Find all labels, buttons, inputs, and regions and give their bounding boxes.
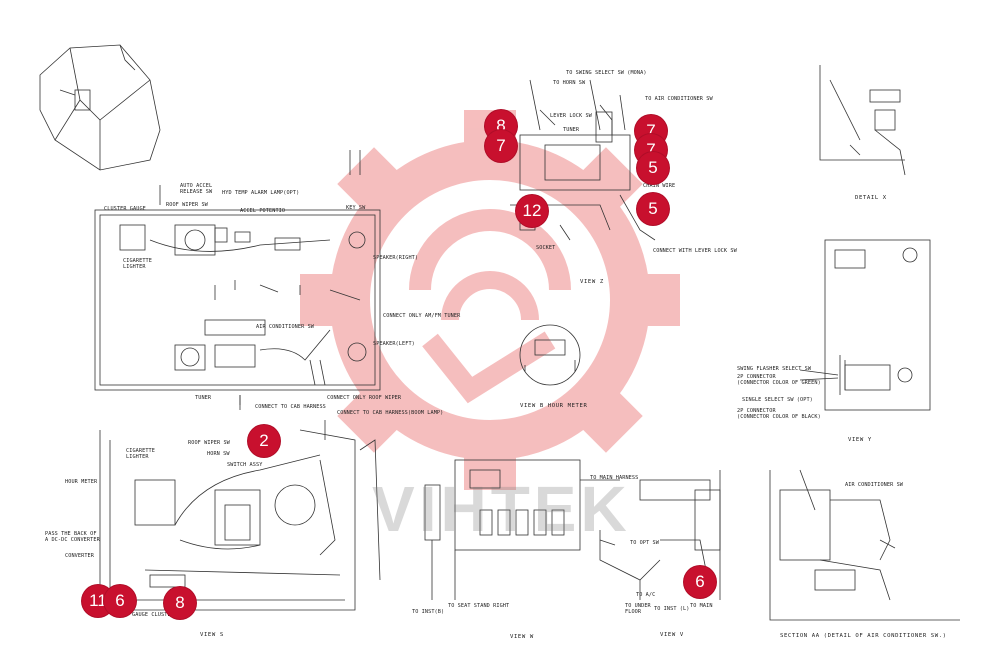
label-switch-assy: SWITCH ASSY [227,462,263,468]
label-socket: SOCKET [536,245,556,251]
label-to-inst: TO INST (L) [654,606,690,612]
label-to-ac: TO A/C [636,592,656,598]
view-y-drawing [799,239,931,411]
view-s-drawing [99,429,381,611]
label-to-air-cond: TO AIR CONDITIONER SW [645,96,713,102]
label-main-harness: TO MAIN HARNESS [590,475,639,481]
label-roof-wiper-2: ROOF WIPER SW [188,440,230,446]
label-connect-lever: CONNECT WITH LEVER LOCK SW [653,248,737,254]
label-to-horn: TO HORN SW [553,80,586,86]
callout-badge[interactable]: 5 [637,152,669,184]
detail-x-drawing [819,65,906,176]
label-tuner: TUNER [195,395,212,401]
callout-badge[interactable]: 8 [164,587,196,619]
callout-badge[interactable]: 5 [637,193,669,225]
title-view-z: VIEW Z [580,279,604,285]
view-w-drawing [424,459,620,600]
label-to-under: TO UNDER FLOOR [625,603,651,615]
label-cigarette: CIGARETTE LIGHTER [123,258,153,270]
label-connect-roof: CONNECT ONLY ROOF WIPER [327,395,402,401]
title-view-s: VIEW S [200,632,224,638]
title-view-w: VIEW W [510,634,534,640]
callout-badge[interactable]: 6 [104,585,136,617]
title-section-aa: SECTION AA (DETAIL OF AIR CONDITIONER SW… [780,633,947,639]
label-cigarette-2: CIGARETTE LIGHTER [126,448,156,460]
label-speaker-left: SPEAKER(LEFT) [373,341,415,347]
label-auto-accel: AUTO ACCEL RELEASE SW [180,183,213,195]
title-view-b: VIEW B HOUR METER [520,403,588,409]
callout-badge[interactable]: 12 [516,195,548,227]
title-view-y: VIEW Y [848,437,872,443]
callout-badge[interactable]: 7 [485,130,517,162]
label-swing-flasher: SWING FLASHER SELECT SW [737,366,812,372]
label-to-opt: TO OPT SW [630,540,660,546]
label-connect-amfm: CONNECT ONLY AM/FM TUNER [383,313,461,319]
callout-badge[interactable]: 6 [684,566,716,598]
callout-badge[interactable]: 2 [248,425,280,457]
label-key-sw: KEY SW [346,205,366,211]
title-detail-x: DETAIL X [855,195,887,201]
label-cluster-gauge: CLUSTER GAUGE [104,206,146,212]
label-to-inst-b: TO INST(B) [412,609,445,615]
label-gauge-cluster: GAUGE CLUSTER [132,612,174,618]
label-horn-sw: HORN SW [207,451,230,457]
label-to-seat: TO SEAT STAND RIGHT [448,603,510,609]
label-tuner-top: TUNER [563,127,580,133]
label-converter: CONVERTER [65,553,95,559]
label-chain-wire: CHAIN WIRE [643,183,676,189]
label-air-cond-aa: AIR CONDITIONER SW [845,482,904,488]
label-connect-cab-boom: CONNECT TO CAB HARNESS(BOOM LAMP) [337,410,444,416]
label-air-cond-sw: AIR CONDITIONER SW [256,324,315,330]
label-pass-back: PASS THE BACK OF A DC-DC CONVERTER [45,531,100,543]
label-conn-green: 2P CONNECTOR (CONNECTOR COLOR OF GREEN) [737,374,821,386]
cab-isometric-drawing [39,44,161,171]
section-aa-drawing [769,469,960,621]
label-accel-potent: ACCEL POTENTIO [240,208,286,214]
title-view-v: VIEW V [660,632,684,638]
label-to-main: TO MAIN [690,603,713,609]
label-connect-cab: CONNECT TO CAB HARNESS [255,404,326,410]
label-hyd-temp: HYD TEMP ALARM LAMP(OPT) [222,190,300,196]
label-conn-black: 2P CONNECTOR (CONNECTOR COLOR OF BLACK) [737,408,821,420]
main-panel-drawing [94,150,381,405]
label-single-select: SINGLE SELECT SW (OPT) [742,397,813,403]
label-lever-lock: LEVER LOCK SW [550,113,592,119]
label-speaker-right: SPEAKER(RIGHT) [373,255,419,261]
watermark-text: VIHTEK [372,473,631,545]
label-roof-wiper-sw: ROOF WIPER SW [166,202,208,208]
label-swing-select: TO SWING SELECT SW (MONA) [566,70,647,76]
label-hour-meter: HOUR METER [65,479,98,485]
view-b-hour-meter-drawing [519,324,581,386]
